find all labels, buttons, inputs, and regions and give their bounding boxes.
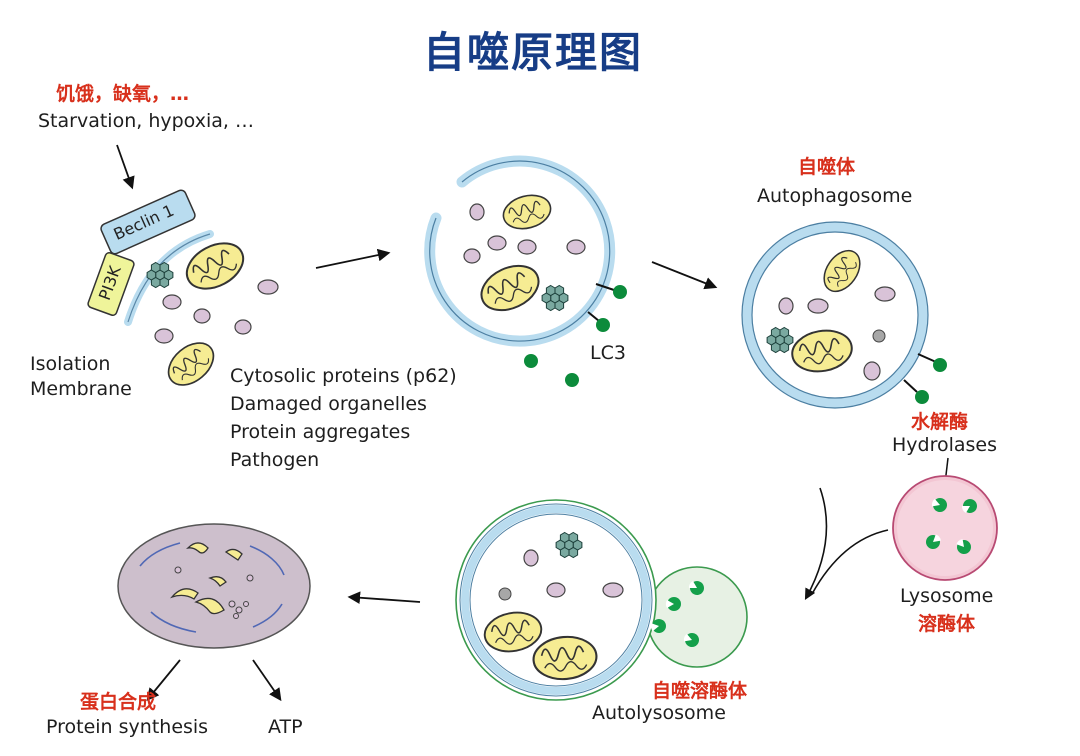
fusion-arrow [804, 487, 828, 600]
autophagosome-label-en: Autophagosome [757, 185, 913, 207]
autolysosome-label-en: Autolysosome [592, 702, 726, 724]
hydrolases-label-cn: 水解酶 [911, 411, 969, 433]
autophagosome-stage [741, 221, 947, 409]
protein-aggregate-icon [541, 285, 569, 311]
protein-aggregate-icon [146, 262, 174, 288]
lc3-markers [903, 353, 947, 404]
autolysosome-label-cn: 自噬溶酶体 [652, 680, 748, 702]
lysosome-label-cn: 溶酶体 [918, 613, 976, 635]
protein-synthesis-label-en: Protein synthesis [46, 716, 209, 738]
cargo-dots [463, 203, 586, 264]
isolation-membrane-label: Isolation Membrane [30, 352, 132, 402]
atp-label: ATP [268, 716, 303, 738]
mitochondrion-icon [473, 256, 547, 320]
stage-arrow-4 [347, 591, 421, 605]
cargo-item: Cytosolic proteins (p62) [230, 365, 457, 387]
cargo-list: Cytosolic proteins (p62) Damaged organel… [230, 362, 457, 474]
isolation-membrane-line-2: Membrane [30, 378, 132, 400]
cargo-item: Damaged organelles [230, 393, 427, 415]
degraded-dots [174, 566, 254, 619]
degradation-stage [117, 523, 311, 702]
trigger-arrow [116, 144, 135, 190]
lysosome-fusion-line [811, 529, 889, 595]
cargo-item: Pathogen [230, 449, 320, 471]
beclin1-block [100, 189, 196, 255]
autolysosome-stage [455, 499, 748, 701]
lysosome [892, 475, 998, 581]
cytosolic-protein-dots [154, 279, 279, 344]
trigger-label-en: Starvation, hypoxia, … [38, 110, 254, 132]
hydrolases-label-en: Hydrolases [892, 434, 998, 456]
protein-synthesis-arrow [146, 659, 181, 701]
cargo-dots [523, 549, 624, 598]
pi3k-block [87, 251, 135, 317]
lc3-label: LC3 [590, 342, 626, 364]
degraded-fragments [169, 542, 243, 615]
protein-aggregate-icon [555, 532, 583, 558]
trigger-label-cn: 饥饿，缺氧，… [56, 83, 190, 105]
mitochondrion-icon [498, 189, 556, 235]
mitochondrion-icon [159, 333, 223, 395]
stage-arrow-1 [315, 248, 391, 269]
phagophore-stage [424, 155, 627, 387]
protein-aggregate-icon [766, 327, 794, 353]
atp-arrow [252, 659, 282, 702]
stage-arrow-2 [651, 261, 718, 290]
lysosome-label-en: Lysosome [900, 585, 994, 607]
cargo-item: Protein aggregates [230, 421, 411, 443]
page-title: 自噬原理图 [423, 28, 644, 77]
isolation-membrane-stage [87, 189, 279, 395]
protein-synthesis-label-cn: 蛋白合成 [80, 691, 157, 713]
autophagosome-label-cn: 自噬体 [798, 156, 856, 178]
cargo-dots [778, 286, 896, 381]
isolation-membrane-line-1: Isolation [30, 353, 111, 375]
lc3-markers [524, 283, 627, 387]
